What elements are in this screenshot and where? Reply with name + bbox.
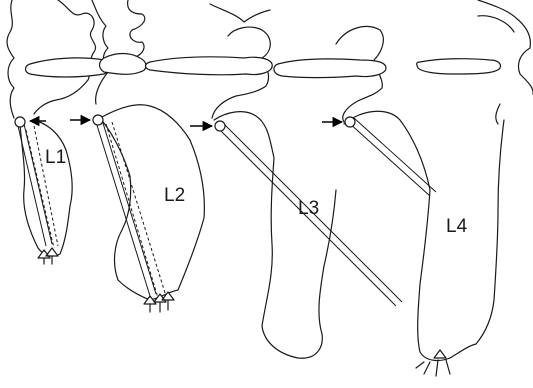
l4-implant-rail	[348, 118, 436, 196]
right-transverse-process	[417, 59, 501, 74]
l3-label: L3	[298, 198, 319, 219]
panel-l2: L2	[70, 0, 204, 312]
l2-implant-rail	[96, 120, 156, 296]
right-vertebra-fragment	[417, 0, 533, 124]
l2-label: L2	[164, 185, 185, 206]
l3-body-outline	[214, 112, 336, 359]
l2-vertebra-outline	[92, 0, 145, 104]
l1-implant-rail	[18, 124, 52, 246]
panel-l1: L1	[7, 0, 108, 264]
l2-tip-arrowheads	[144, 292, 174, 312]
panel-l3: L3	[146, 4, 355, 358]
l4-label: L4	[446, 216, 468, 237]
l4-pivot-circle	[345, 117, 355, 127]
l1-tip-arrowheads	[38, 248, 58, 264]
l3-implant-rail	[218, 124, 354, 258]
l2-transverse-process	[100, 54, 147, 75]
l3-transverse-process	[146, 57, 273, 75]
l3-l4-shared-rail	[348, 254, 402, 306]
l1-label: L1	[45, 147, 66, 168]
l2-pivot-circle	[93, 115, 103, 125]
l1-transverse-process	[26, 58, 109, 77]
l3-pivot-circle	[215, 121, 225, 131]
l4-body-outline	[344, 111, 504, 360]
l1-pivot-circle	[15, 117, 25, 127]
l4-transverse-process	[274, 59, 386, 78]
